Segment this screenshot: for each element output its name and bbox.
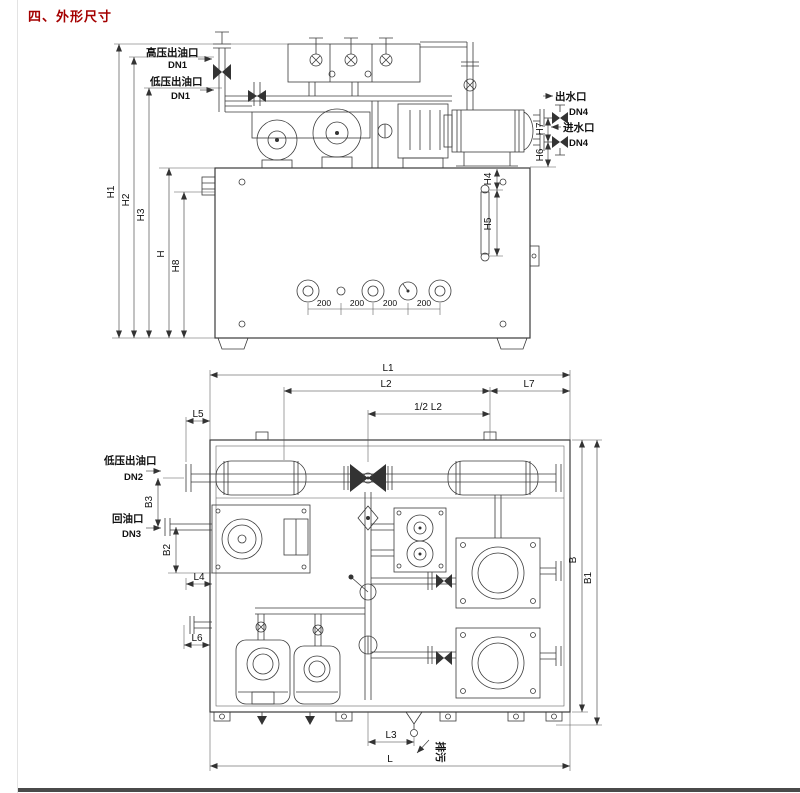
plan-gear-pumps [393,507,447,573]
port-size-hp-outlet: DN1 [168,60,188,71]
front-level-gauge [480,184,490,262]
plan-coolers [371,495,562,699]
dim-label-l7: L7 [523,379,535,390]
port-size-lp-outlet-plan: DN2 [124,472,143,483]
dim-label-half-l2: 1/2 L2 [414,402,442,413]
page-title: 四、外形尺寸 [28,9,113,24]
plan-body [209,431,571,713]
plan-filters [235,607,365,705]
dim-label-b2: B2 [162,543,173,556]
plan-center-pipe [348,492,394,700]
page-bottom-border [18,788,800,792]
dim-label-h: H [156,250,167,257]
plan-dimensions: L1 L2 L7 1/2 L2 L5 B3 B2 L4 L6 B B1 L3 L [144,363,602,771]
dim-label-l6: L6 [191,633,203,644]
dim-label-h4: H4 [483,172,494,185]
front-sight-glasses: 200 200 200 200 [296,279,452,315]
dim-label-h5: H5 [483,217,494,230]
dim-label-l4: L4 [193,572,205,583]
dim-label-h2: H2 [121,193,132,206]
dim-label-l2: L2 [380,379,392,390]
dim-label-b3: B3 [144,495,155,508]
front-tank [201,167,540,350]
plan-bottom-details [213,711,563,737]
port-size-water-inlet: DN4 [569,138,589,149]
dim-label-b: B [568,556,579,563]
port-label-water-outlet: 出水口 [555,90,587,103]
dim-label-l: L [387,754,393,765]
port-size-water-outlet: DN4 [569,107,589,118]
dim-label-h8: H8 [171,259,182,272]
dim-label-l1: L1 [382,363,394,374]
dim-label-h6: H6 [535,148,546,161]
dim-label-l5: L5 [192,409,204,420]
front-cooler [443,104,568,167]
front-dimensions: H1 H2 H3 H H8 H4 H5 H7 H6 [106,43,556,339]
drain-label: 排污 [434,742,447,763]
port-size-oil-return: DN3 [122,529,141,540]
dim-label-h1: H1 [106,185,117,198]
port-label-oil-return: 回油口 [112,512,144,525]
page-left-border [17,0,18,793]
spacing-label-3: 200 [383,298,397,308]
dim-label-h7: H7 [535,122,546,135]
spacing-label-4: 200 [417,298,431,308]
spacing-label-1: 200 [317,298,331,308]
front-view: 200 200 200 200 [106,31,595,350]
port-label-lp-outlet: 低压出油口 [149,75,203,88]
port-label-lp-outlet-plan: 低压出油口 [103,454,157,467]
front-equipment [213,31,479,169]
dim-label-b1: B1 [583,571,594,584]
dim-label-h3: H3 [136,208,147,221]
plan-view: L1 L2 L7 1/2 L2 L5 B3 B2 L4 L6 B B1 L3 L… [103,363,602,771]
front-port-labels: 高压出油口 DN1 低压出油口 DN1 出水口 DN4 进水口 DN4 [146,46,595,149]
plan-pipe-assembly [164,460,562,634]
port-label-hp-outlet: 高压出油口 [146,46,199,59]
port-size-lp-outlet: DN1 [171,91,191,102]
plan-port-labels: 低压出油口 DN2 回油口 DN3 排污 [103,454,447,763]
plan-pump-unit [211,504,311,574]
port-label-water-inlet: 进水口 [563,121,595,134]
dim-label-l3: L3 [385,730,397,741]
spacing-label-2: 200 [350,298,364,308]
